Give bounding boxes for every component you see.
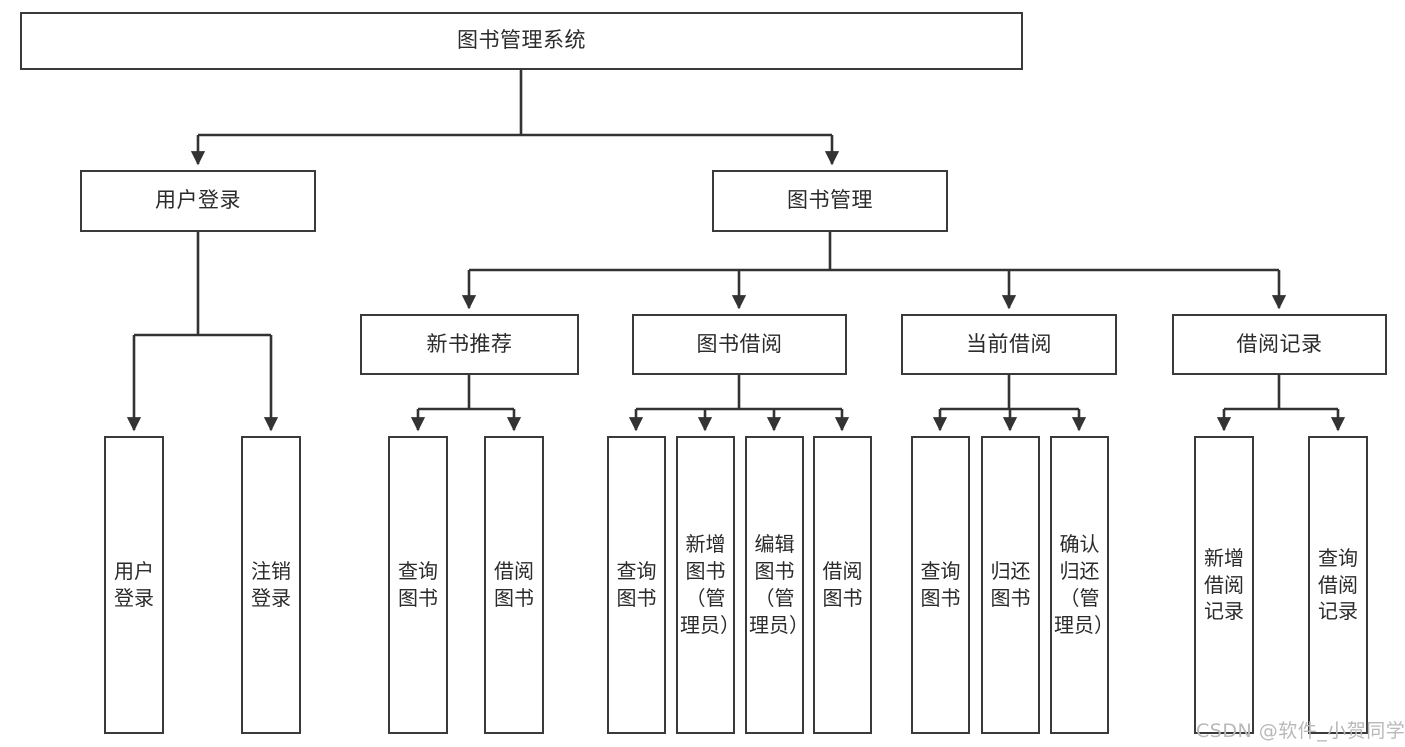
node-user-login[interactable]: 用户登录 <box>80 170 316 232</box>
leaf-query-book-new[interactable]: 查询图书 <box>388 436 448 734</box>
node-book-management[interactable]: 图书管理 <box>712 170 948 232</box>
leaf-label: 借阅图书 <box>822 559 863 610</box>
leaf-query-book-borrow[interactable]: 查询图书 <box>607 436 666 734</box>
leaf-borrow-book-new[interactable]: 借阅图书 <box>484 436 544 734</box>
leaf-label: 查询借阅记录 <box>1318 545 1358 624</box>
leaf-add-book-admin[interactable]: 新增图书（管理员） <box>676 436 740 734</box>
leaf-logout[interactable]: 注销登录 <box>241 436 301 734</box>
node-root[interactable]: 图书管理系统 <box>20 12 1023 70</box>
leaf-label: 查询图书 <box>920 559 961 610</box>
node-book-borrow-label: 图书借阅 <box>696 331 783 356</box>
leaf-label: 确认归还（管理员） <box>1054 532 1114 637</box>
leaf-label: 注销登录 <box>251 559 291 610</box>
node-borrow-record-label: 借阅记录 <box>1236 331 1323 356</box>
leaf-borrow-book[interactable]: 借阅图书 <box>813 436 872 734</box>
node-root-label: 图书管理系统 <box>457 28 586 53</box>
leaf-label: 新增借阅记录 <box>1204 545 1244 624</box>
leaf-query-book-current[interactable]: 查询图书 <box>911 436 970 734</box>
leaf-return-book[interactable]: 归还图书 <box>981 436 1040 734</box>
node-book-borrow[interactable]: 图书借阅 <box>632 314 847 375</box>
node-user-login-label: 用户登录 <box>155 188 241 213</box>
node-new-book-recommend-label: 新书推荐 <box>426 331 513 356</box>
leaf-add-borrow-record[interactable]: 新增借阅记录 <box>1194 436 1254 734</box>
leaf-label: 编辑图书（管理员） <box>749 532 809 637</box>
node-current-borrow-label: 当前借阅 <box>966 331 1052 356</box>
leaf-edit-book-admin[interactable]: 编辑图书（管理员） <box>745 436 809 734</box>
leaf-query-borrow-record[interactable]: 查询借阅记录 <box>1308 436 1368 734</box>
leaf-label: 查询图书 <box>398 559 438 610</box>
leaf-label: 用户登录 <box>114 559 154 610</box>
leaf-confirm-return-admin[interactable]: 确认归还（管理员） <box>1050 436 1114 734</box>
leaf-user-login[interactable]: 用户登录 <box>104 436 164 734</box>
leaf-label: 查询图书 <box>616 559 657 610</box>
node-book-management-label: 图书管理 <box>787 188 873 213</box>
csdn-watermark: CSDN @软件_小贺同学 <box>1196 720 1405 742</box>
node-current-borrow[interactable]: 当前借阅 <box>901 314 1117 375</box>
leaf-label: 借阅图书 <box>494 559 534 610</box>
leaf-label: 归还图书 <box>990 559 1031 610</box>
leaf-label: 新增图书（管理员） <box>680 532 740 637</box>
node-new-book-recommend[interactable]: 新书推荐 <box>360 314 579 375</box>
node-borrow-record[interactable]: 借阅记录 <box>1172 314 1387 375</box>
